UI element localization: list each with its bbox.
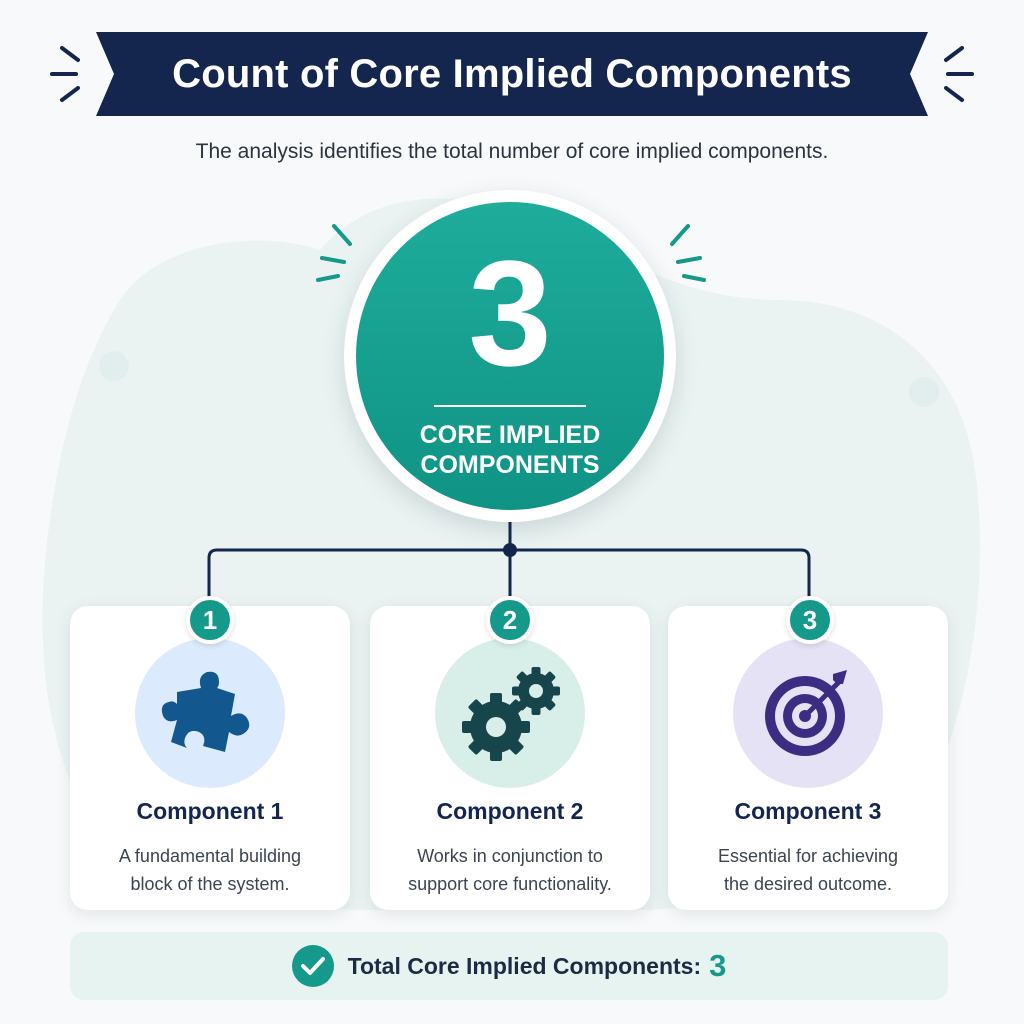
component-2-icon-disc [435, 638, 585, 788]
subtitle: The analysis identifies the total number… [195, 140, 829, 163]
component-3-title: Component 3 [734, 798, 882, 824]
puzzle-piece-icon [161, 671, 250, 752]
check-circle-icon [291, 945, 334, 987]
component-2-description: Works in conjunction to support core fun… [408, 846, 612, 894]
component-card-2: Component 2 Works in conjunction to supp… [370, 606, 650, 910]
hero-count-circle: 3 CORE IMPLIED COMPONENTS [344, 190, 676, 522]
page-title: Count of Core Implied Components [172, 51, 852, 96]
burst-right-icon [944, 46, 974, 102]
hero-divider [434, 405, 586, 407]
component-3-description: Essential for achieving the desired outc… [717, 846, 899, 894]
sparkle-right-icon [670, 224, 706, 282]
sparkle-left-icon [316, 224, 352, 282]
component-3-badge: 3 [786, 596, 834, 644]
component-3-icon-disc [733, 638, 883, 788]
hero-count-value: 3 [468, 229, 552, 397]
gears-icon [462, 667, 560, 761]
target-icon [765, 670, 847, 756]
component-2-badge: 2 [486, 596, 534, 644]
component-card-3: Component 3 Essential for achieving the … [668, 606, 948, 910]
component-1-badge: 1 [186, 596, 234, 644]
component-1-description: A fundamental building block of the syst… [118, 846, 302, 894]
total-summary-bar: Total Core Implied Components: 3 [70, 932, 948, 1000]
hero-count-label: CORE IMPLIED COMPONENTS [419, 421, 601, 479]
component-2-title: Component 2 [436, 798, 584, 824]
component-card-1: Component 1 A fundamental building block… [70, 606, 350, 910]
component-1-icon-disc [135, 638, 285, 788]
burst-left-icon [50, 46, 80, 102]
title-banner: Count of Core Implied Components [96, 32, 928, 116]
component-1-title: Component 1 [136, 798, 284, 824]
total-value: 3 [709, 948, 727, 983]
total-label: Total Core Implied Components: [347, 952, 702, 979]
